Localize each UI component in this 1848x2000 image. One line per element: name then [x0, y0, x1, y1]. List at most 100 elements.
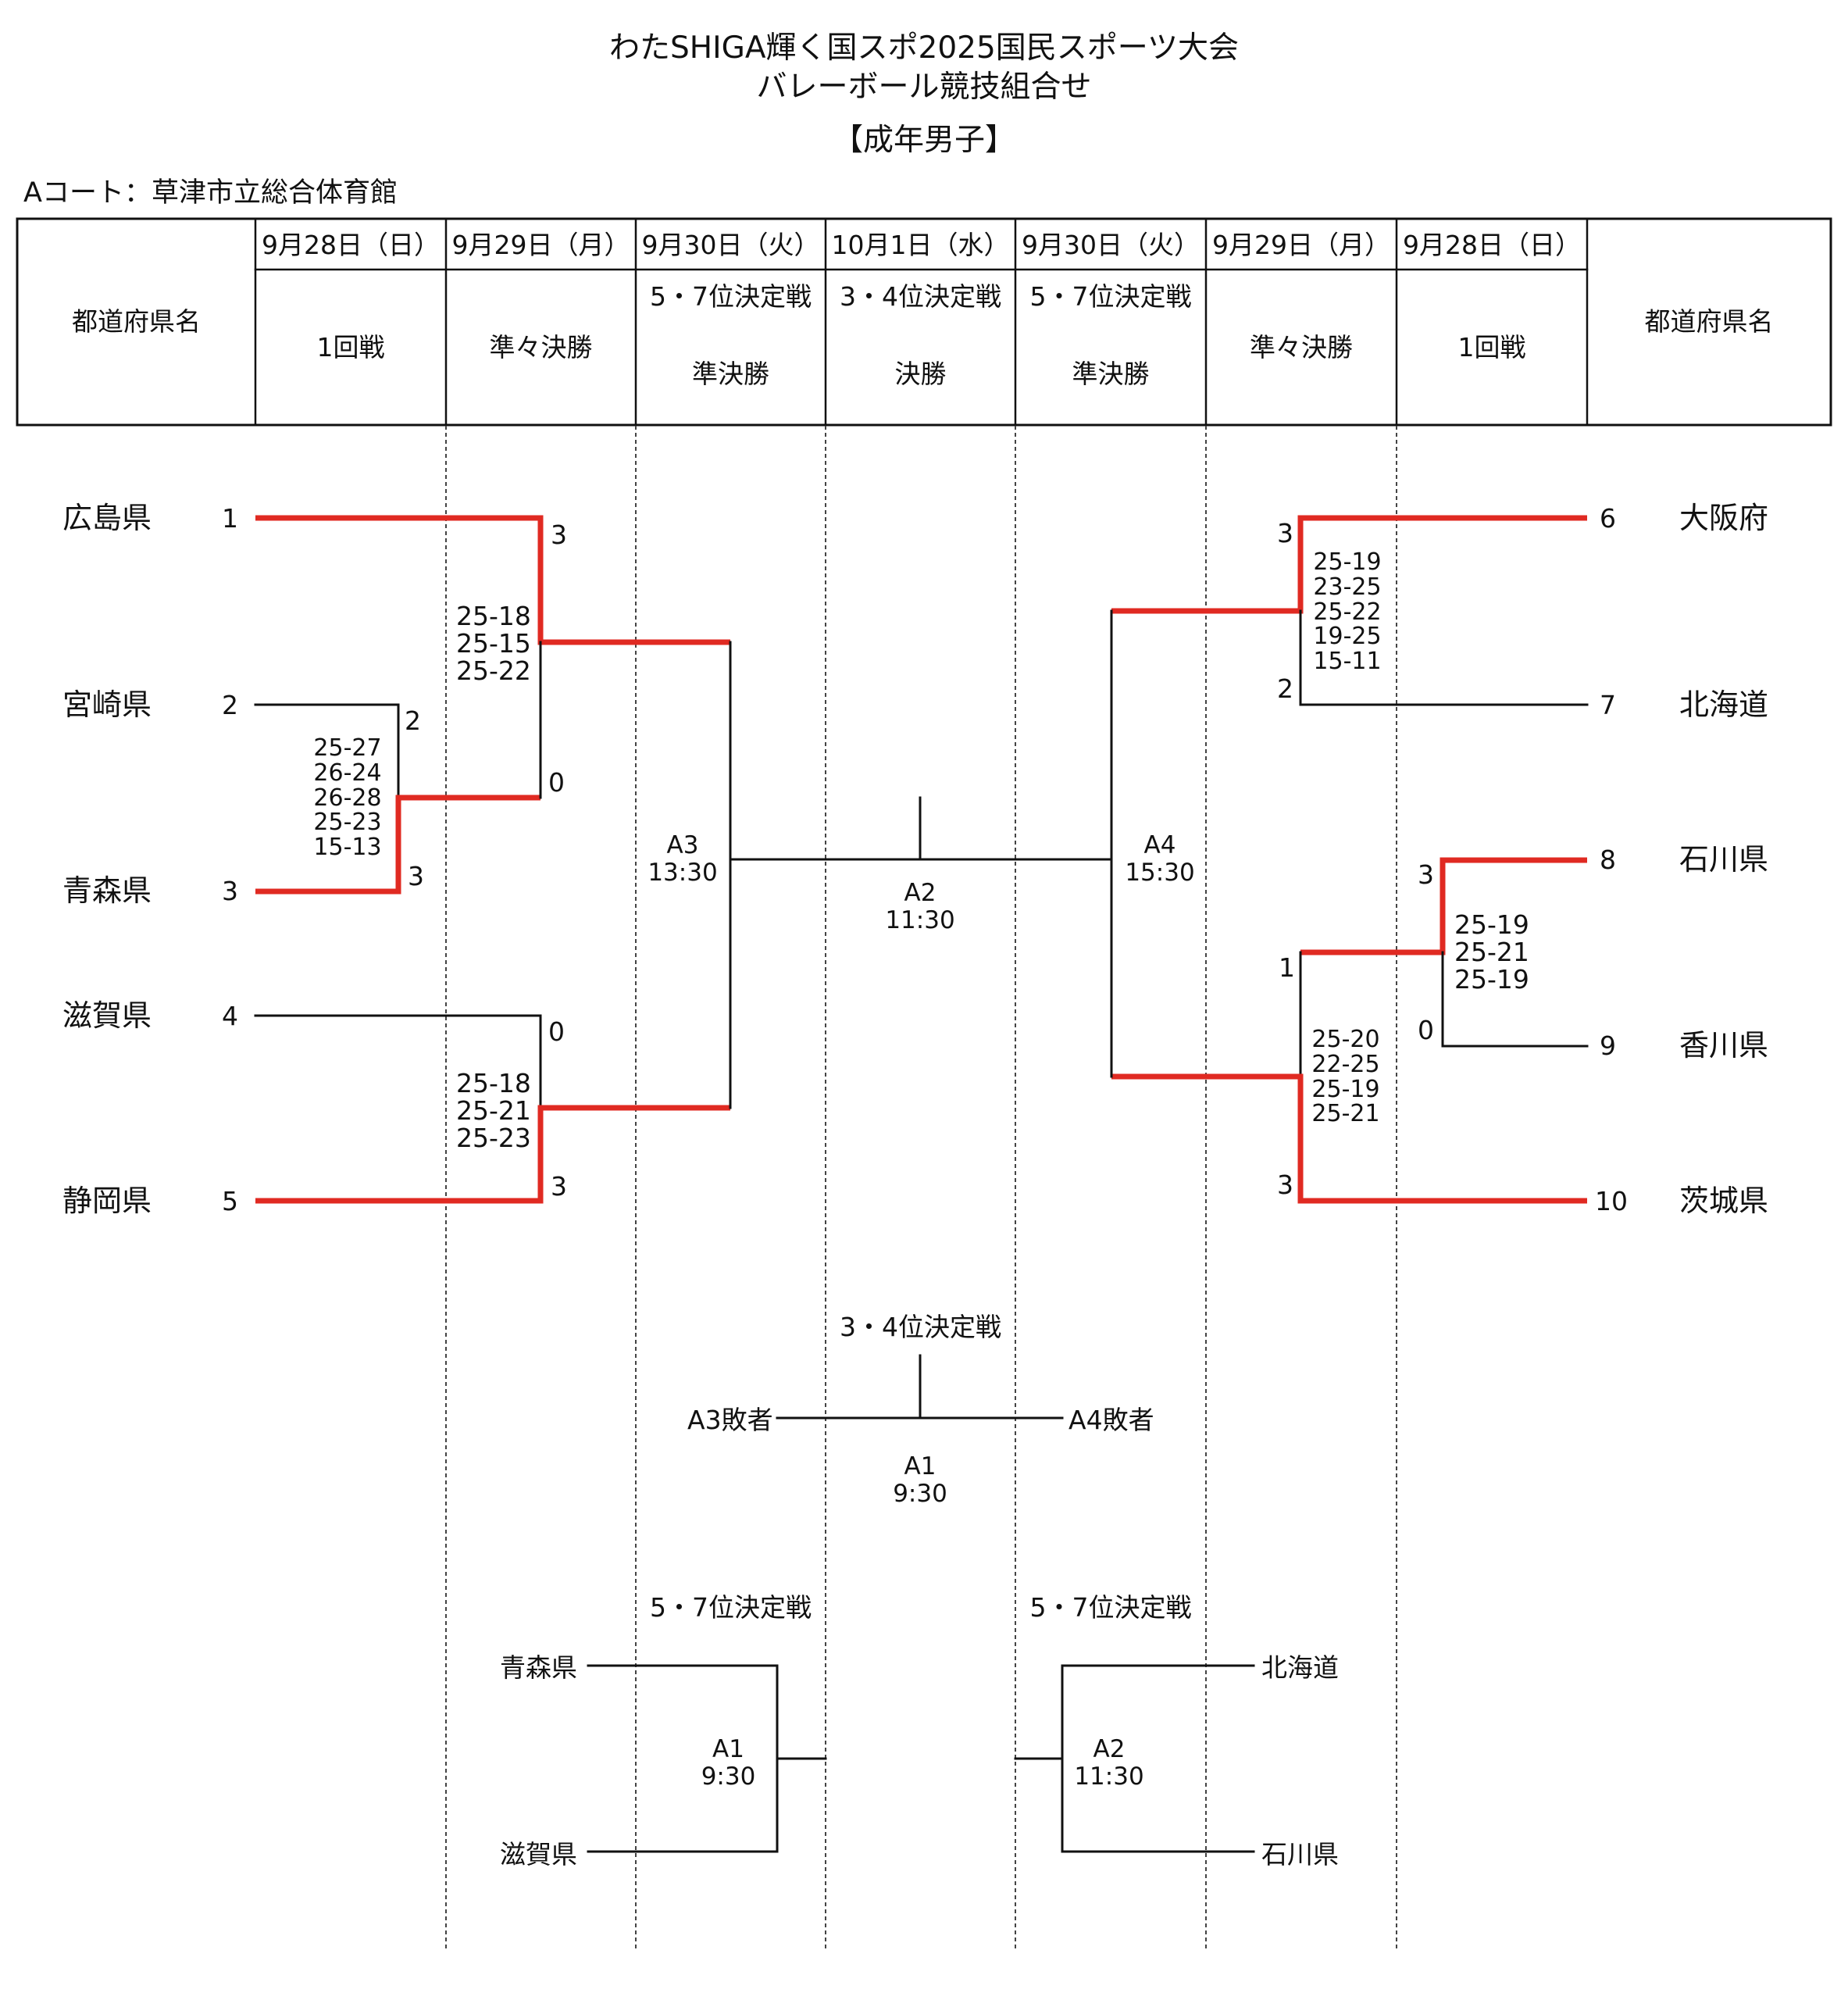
- fifth-left-bottom: 滋賀県: [500, 1839, 577, 1870]
- match-id: A3: [666, 831, 699, 859]
- seed-left-5: 5: [222, 1186, 238, 1216]
- match-time: 13:30: [648, 858, 718, 887]
- match-fifth-left: A1 9:30: [680, 1736, 777, 1790]
- match-third: A1 9:30: [865, 1453, 975, 1507]
- category-title: 【成年男子】: [832, 123, 1015, 158]
- third-place-right: A4敗者: [1068, 1405, 1154, 1435]
- header-pref-left: 都道府県名: [72, 306, 201, 337]
- tournament-title: わたSHIGA輝く国スポ2025国民スポーツ大会: [609, 30, 1239, 66]
- header-date-4: 10月1日（水）: [831, 230, 1010, 260]
- match-a3: A3 13:30: [636, 832, 730, 886]
- team-right-9: 香川県: [1679, 1028, 1769, 1062]
- team-left-2: 宮崎県: [62, 688, 152, 722]
- fifth-right-bottom: 石川県: [1261, 1839, 1339, 1870]
- score-line: 23-25: [1313, 573, 1382, 601]
- fifth-left-top: 青森県: [500, 1652, 577, 1683]
- event-title: バレーボール競技組合せ: [756, 70, 1092, 105]
- match-time: 11:30: [1074, 1762, 1144, 1791]
- team-left-5: 静岡県: [62, 1184, 152, 1218]
- header-date-6: 9月29日（月）: [1212, 230, 1390, 260]
- setscore-r-r1-bot: 0: [1418, 1015, 1434, 1045]
- game-scores-l-qf1: 25-18 25-15 25-22: [456, 601, 531, 686]
- header-date-7: 9月28日（日）: [1403, 230, 1581, 260]
- seed-left-4: 4: [222, 1001, 238, 1031]
- header-table-border: [16, 217, 1832, 427]
- setscore-l-r1-bot: 3: [408, 861, 424, 891]
- header-round-6: 準々決勝: [1250, 332, 1353, 362]
- seed-right-9: 9: [1600, 1030, 1616, 1061]
- winner-path: [1111, 1073, 1587, 1204]
- score-line: 15-13: [313, 834, 382, 862]
- winner-path: [255, 515, 730, 645]
- fifth-left-label: 5・7位決定戦: [650, 1592, 812, 1623]
- score-line: 25-21: [456, 1095, 531, 1126]
- seed-right-8: 8: [1600, 845, 1616, 875]
- team-right-7: 北海道: [1679, 688, 1769, 722]
- match-fifth-right: A2 11:30: [1058, 1736, 1160, 1790]
- score-line: 25-22: [456, 655, 531, 686]
- header-date-5: 9月30日（火）: [1022, 230, 1200, 260]
- winner-path: [1111, 515, 1587, 614]
- score-line: 25-18: [456, 1068, 531, 1098]
- winner-path: [1300, 857, 1587, 955]
- match-final: A2 11:30: [865, 880, 975, 934]
- score-line: 22-25: [1311, 1050, 1380, 1078]
- team-left-4: 滋賀県: [62, 998, 152, 1033]
- score-line: 25-23: [313, 809, 382, 837]
- match-time: 15:30: [1125, 858, 1195, 887]
- header-date-2: 9月29日（月）: [451, 230, 630, 260]
- court-venue: Aコート：草津市立総合体育館: [23, 177, 398, 209]
- seed-left-1: 1: [222, 503, 238, 534]
- header-round-4a: 3・4位決定戦: [840, 281, 1001, 312]
- header-round-3a: 5・7位決定戦: [650, 281, 812, 312]
- score-line: 25-20: [1311, 1026, 1380, 1053]
- score-line: 19-25: [1313, 623, 1382, 651]
- match-id: A4: [1143, 831, 1176, 859]
- seed-right-10: 10: [1595, 1186, 1628, 1216]
- team-right-8: 石川県: [1679, 842, 1769, 877]
- setscore-l-qf1-bot: 0: [548, 767, 565, 798]
- match-time: 9:30: [893, 1479, 947, 1508]
- game-scores-r-qf2: 25-20 22-25 25-19 25-21: [1311, 1027, 1381, 1127]
- setscore-l-qf1-top: 3: [551, 520, 567, 550]
- setscore-l-r1-top: 2: [405, 705, 421, 736]
- match-time: 11:30: [885, 905, 955, 934]
- score-line: 25-18: [456, 601, 531, 631]
- fifth-right-label: 5・7位決定戦: [1029, 1592, 1192, 1623]
- fifth-right-top: 北海道: [1261, 1652, 1339, 1683]
- header-date-1: 9月28日（日）: [262, 230, 440, 260]
- score-line: 25-19: [1311, 1075, 1380, 1103]
- score-line: 15-11: [1313, 648, 1382, 676]
- seed-right-7: 7: [1600, 690, 1616, 720]
- game-scores-r-qf1: 25-19 23-25 25-22 19-25 15-11: [1312, 550, 1382, 674]
- score-line: 25-19: [1454, 909, 1529, 940]
- header-round-2: 準々決勝: [489, 332, 593, 362]
- score-line: 25-19: [1313, 548, 1382, 576]
- score-line: 25-21: [1311, 1100, 1380, 1128]
- match-id: A2: [904, 879, 936, 907]
- setscore-r-qf1-top: 3: [1277, 518, 1293, 548]
- game-scores-l-qf2: 25-18 25-21 25-23: [456, 1068, 531, 1153]
- match-id: A2: [1093, 1735, 1126, 1763]
- seed-left-2: 2: [222, 690, 238, 720]
- match-id: A1: [904, 1452, 936, 1480]
- third-place-label: 3・4位決定戦: [840, 1312, 1001, 1342]
- score-line: 25-15: [456, 627, 531, 659]
- team-right-10: 茨城県: [1679, 1184, 1769, 1218]
- score-line: 26-28: [313, 784, 382, 812]
- header-round-1: 1回戦: [316, 332, 385, 362]
- team-left-3: 青森県: [62, 873, 152, 908]
- match-id: A1: [712, 1735, 744, 1763]
- seed-right-6: 6: [1600, 503, 1616, 534]
- header-date-3: 9月30日（火）: [641, 230, 820, 260]
- team-right-6: 大阪府: [1679, 501, 1769, 535]
- match-a4: A4 15:30: [1109, 832, 1211, 886]
- setscore-r-qf2-top: 1: [1279, 952, 1295, 983]
- header-round-4b: 決勝: [894, 359, 947, 389]
- setscore-r-qf1-bot: 2: [1277, 673, 1293, 704]
- score-line: 25-23: [456, 1122, 531, 1153]
- setscore-l-qf2-bot: 3: [551, 1171, 567, 1202]
- winner-path: [255, 1105, 730, 1204]
- match-time: 9:30: [701, 1762, 756, 1791]
- team-left-1: 広島県: [62, 501, 152, 535]
